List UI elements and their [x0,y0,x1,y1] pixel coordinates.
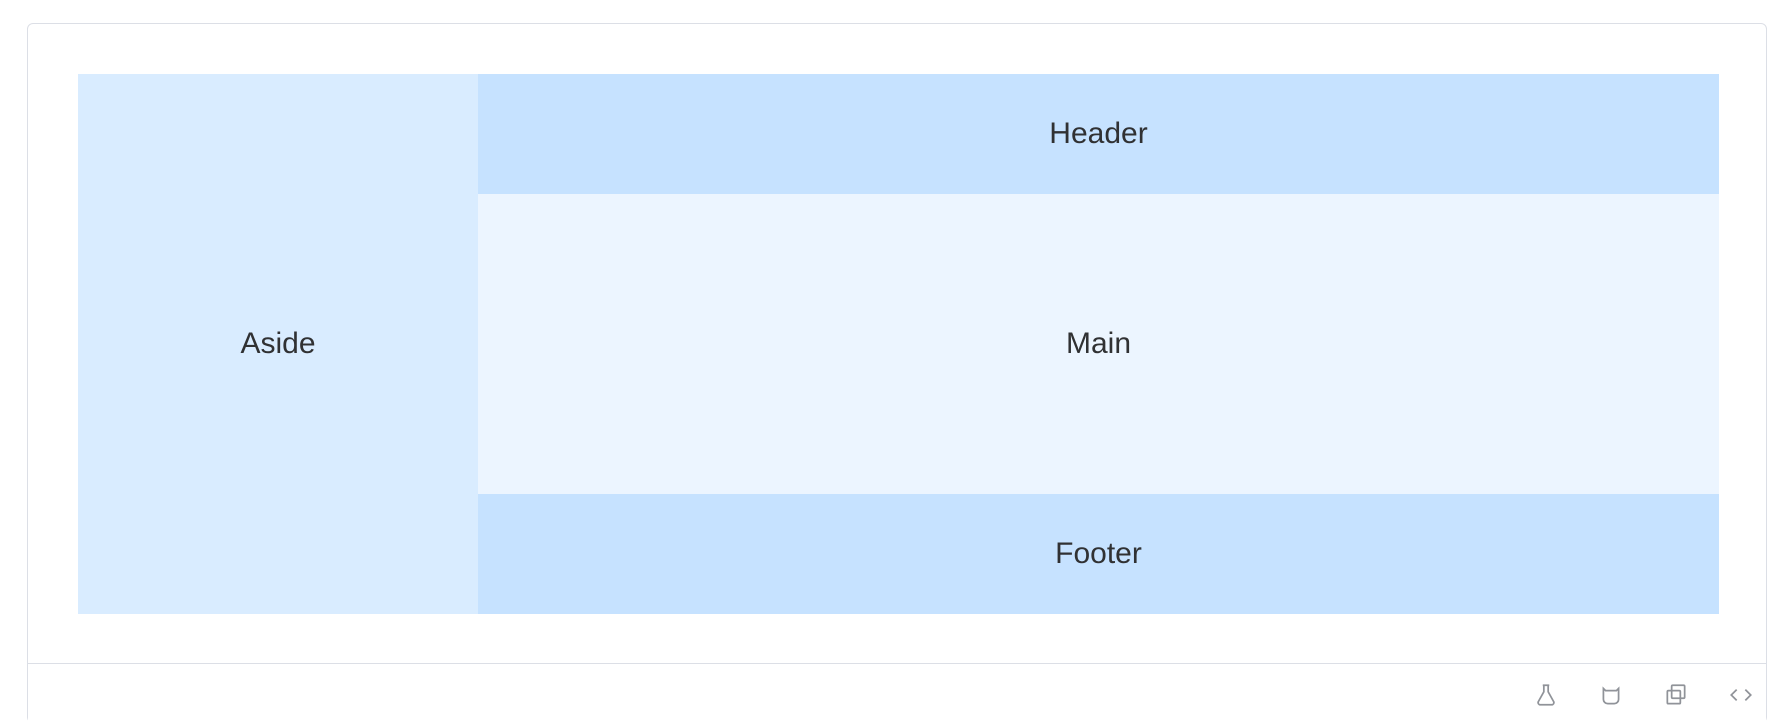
layout-header: Header [478,74,1719,194]
code-toggle-icon[interactable] [1728,682,1754,708]
footer-label: Footer [1055,537,1142,570]
demo-toolbar [28,664,1766,724]
main-label: Main [1065,327,1132,360]
header-label: Header [1049,117,1148,150]
layout-right-column: Header Main Footer [478,74,1719,614]
layout-aside: Aside [78,74,478,614]
aside-label: Aside [240,327,316,360]
copy-icon[interactable] [1663,682,1689,708]
layout-main: Main [478,194,1719,494]
demo-card: Aside Header Main Footer [27,23,1767,724]
demo-preview: Aside Header Main Footer [28,24,1766,664]
container-layout: Aside Header Main Footer [78,74,1719,614]
playground-icon[interactable] [1533,682,1559,708]
github-icon[interactable] [1598,682,1624,708]
layout-footer: Footer [478,494,1719,614]
